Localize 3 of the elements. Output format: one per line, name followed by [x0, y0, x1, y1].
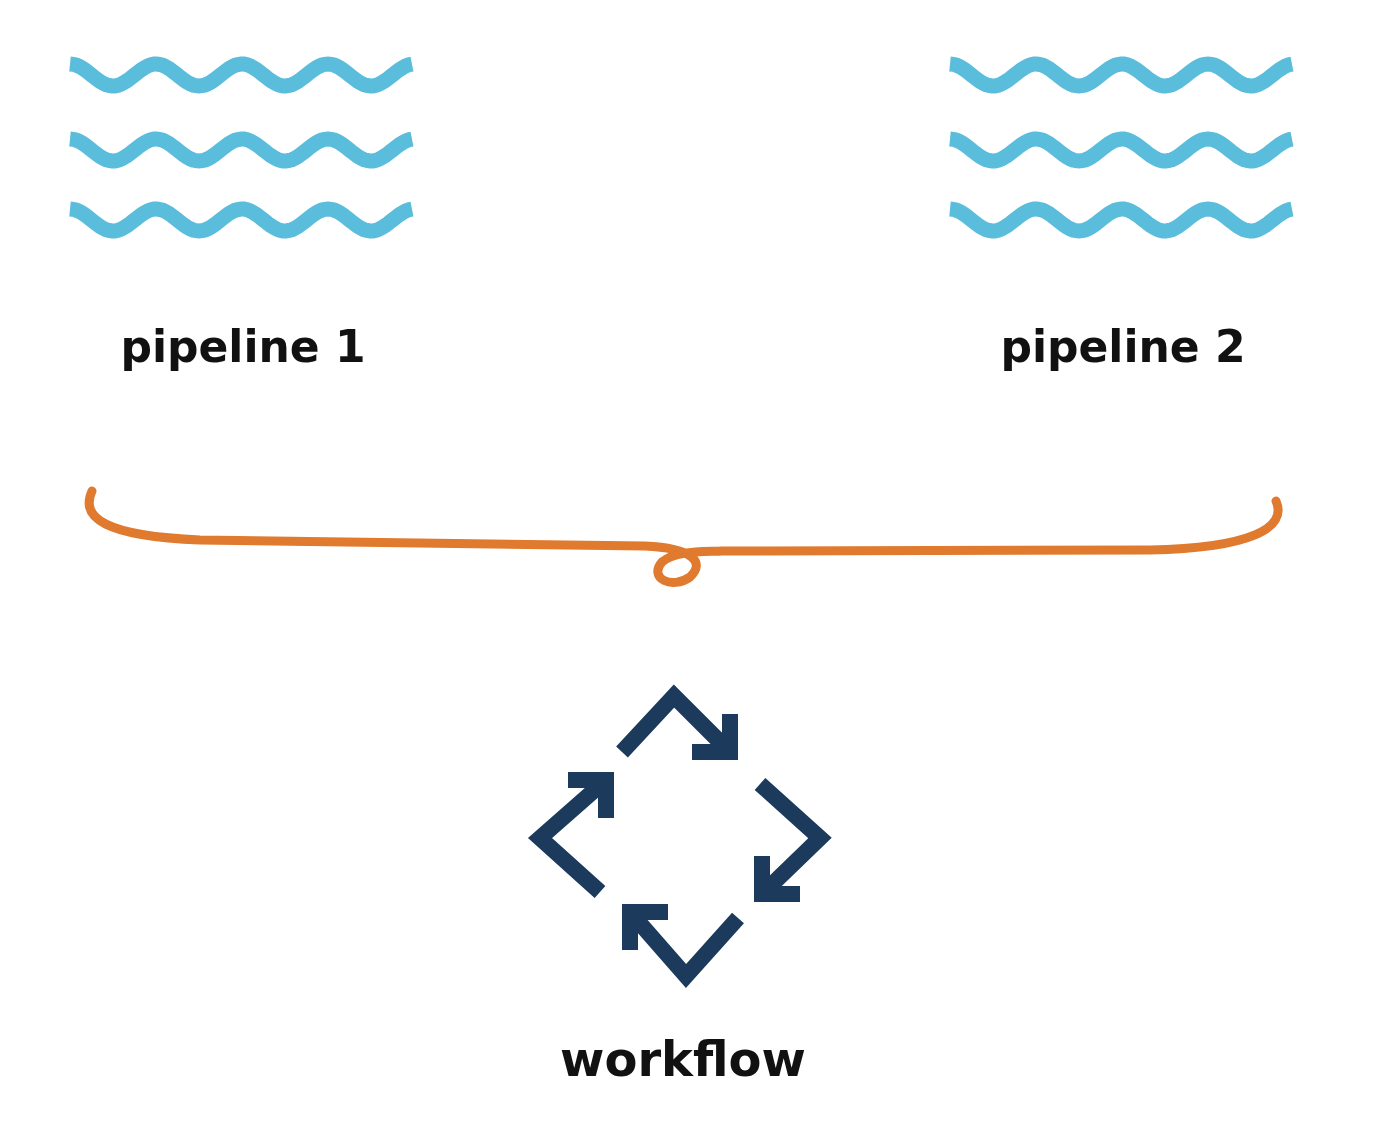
node-label: pipeline 2	[1000, 322, 1246, 373]
node-label: workflow	[560, 1032, 806, 1088]
node-label: pipeline 1	[120, 322, 366, 373]
